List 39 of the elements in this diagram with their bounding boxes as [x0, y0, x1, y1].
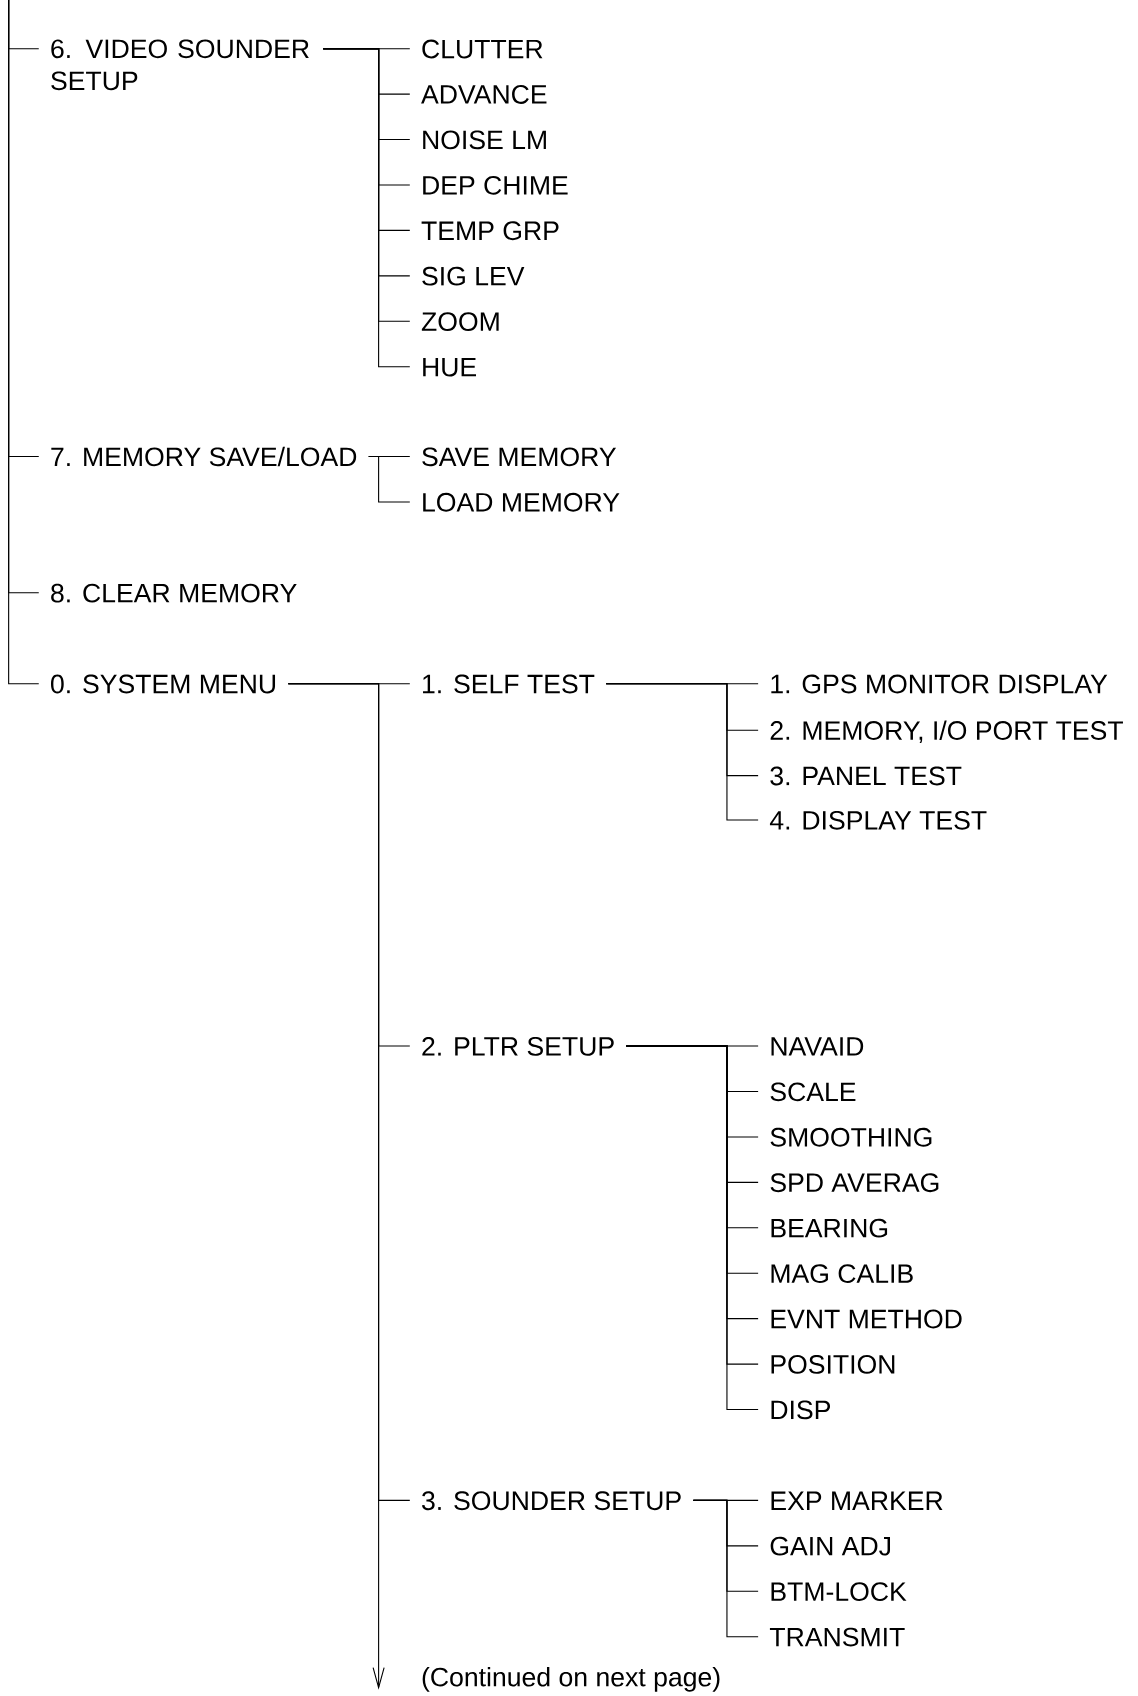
menu-item: 6. VIDEO SOUNDER SETUP	[51, 39, 309, 91]
menu-item: DEP CHIME	[423, 175, 568, 195]
menu-item: EVNT METHOD	[771, 1309, 962, 1329]
menu-item: 2. MEMORY, I/O PORT TEST	[770, 720, 1123, 744]
menu-item: LOAD MEMORY	[423, 492, 620, 512]
menu-item: MAG CALIB	[771, 1264, 913, 1283]
menu-item: ZOOM	[421, 312, 499, 332]
menu-item: 1. GPS MONITOR DISPLAY	[771, 674, 1108, 694]
menu-item: 2. PLTR SETUP	[422, 1037, 614, 1056]
arrow	[287, 683, 385, 1690]
menu-item: 8. CLEAR MEMORY	[51, 583, 297, 603]
menu-item: 3. PANEL TEST	[770, 766, 962, 786]
menu-item: EXP MARKER	[771, 1491, 943, 1510]
menu-item: CLUTTER	[422, 39, 543, 59]
continuation-note: (Continued on next page)	[422, 1666, 720, 1692]
menu-item: SPD AVERAG	[770, 1173, 939, 1193]
menu-item: NAVAID	[771, 1037, 864, 1056]
menu-item: TEMP GRP	[421, 221, 559, 241]
menu-item: 4. DISPLAY TEST	[769, 810, 987, 830]
menu-item: POSITION	[771, 1355, 895, 1374]
connector-line	[692, 1499, 759, 1638]
menu-item: TRANSMIT	[769, 1627, 905, 1647]
menu-item: BTM-LOCK	[771, 1582, 907, 1602]
menu-item: 7. MEMORY SAVE/LOAD	[51, 446, 357, 467]
menu-item: SCALE	[770, 1082, 856, 1102]
menu-item: BEARING	[771, 1218, 888, 1238]
menu-item: SIG LEV	[422, 266, 525, 286]
menu-item: SAVE MEMORY	[422, 447, 617, 467]
menu-item: 3. SOUNDER SETUP	[422, 1491, 681, 1511]
menu-item: 0. SYSTEM MENU	[51, 674, 275, 694]
menu-item: ADVANCE	[421, 85, 547, 104]
connector-line	[368, 455, 411, 503]
menu-item: NOISE LM	[423, 130, 546, 150]
menu-item: SMOOTHING	[770, 1127, 932, 1147]
menu-item: 1. SELF TEST	[423, 674, 595, 694]
connector-line	[605, 683, 759, 821]
menu-item: GAIN ADJ	[770, 1536, 890, 1556]
menu-item: DISP	[771, 1400, 830, 1420]
menu-item: HUE	[423, 357, 476, 377]
